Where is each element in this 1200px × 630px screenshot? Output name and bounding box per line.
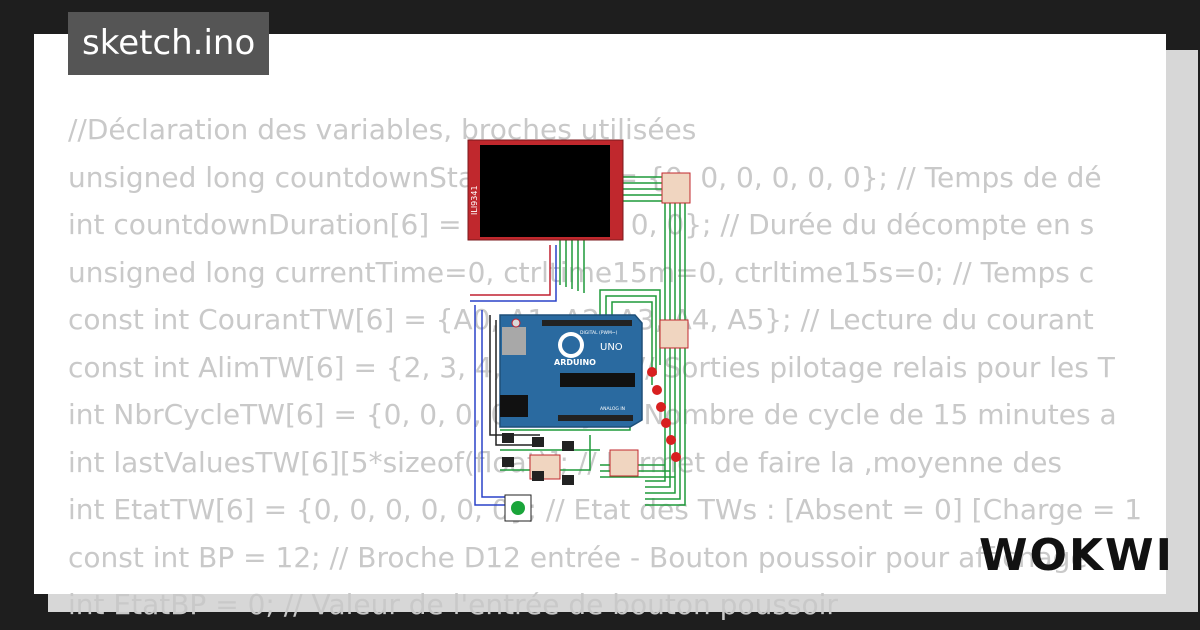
display-label: ILI9341 bbox=[470, 185, 479, 215]
ili9341-display: ILI9341 bbox=[467, 139, 691, 241]
code-line: const int BP = 12; // Broche D12 entrée … bbox=[68, 540, 1088, 574]
analog-pins-label: ANALOG IN bbox=[600, 406, 625, 412]
circuit-diagram: ILI9341 ARDUINO UNO DIGITAL (PWM~) ANALO… bbox=[430, 105, 691, 525]
code-line: //Déclaration des variables, broches uti… bbox=[68, 113, 697, 146]
digital-pins-label: DIGITAL (PWM~) bbox=[580, 330, 618, 336]
push-button bbox=[504, 494, 532, 522]
code-line: int EtatBP = 0; // Valeur de l'entrée de… bbox=[68, 588, 838, 621]
arduino-uno-board: ARDUINO UNO DIGITAL (PWM~) ANALOG IN bbox=[499, 314, 643, 428]
wokwi-logo-art: WOKWI bbox=[979, 530, 1172, 581]
logo-text: WOKWI bbox=[979, 530, 1174, 581]
code-line: int lastValuesTW[6][5*sizeof(float)]; //… bbox=[68, 445, 1063, 479]
board-brand-label: ARDUINO bbox=[554, 358, 596, 367]
code-line: int NbrCycleTW[6] = {0, 0, 0, 0, 0, 0}; … bbox=[68, 398, 1117, 431]
wokwi-logo: WOKWI bbox=[975, 525, 1172, 581]
status-leds bbox=[647, 367, 681, 462]
file-name-tab: sketch.ino bbox=[68, 12, 270, 75]
circuit-svg: ILI9341 ARDUINO UNO DIGITAL (PWM~) ANALO… bbox=[467, 139, 691, 522]
resistor-arrays bbox=[529, 319, 689, 480]
code-line: unsigned long currentTime=0, ctrltime15m… bbox=[68, 255, 1095, 289]
code-line: const int AlimTW[6] = {2, 3, 4, 5, 6, 7}… bbox=[68, 350, 1115, 384]
board-model-label: UNO bbox=[600, 342, 623, 353]
switches bbox=[502, 433, 574, 485]
